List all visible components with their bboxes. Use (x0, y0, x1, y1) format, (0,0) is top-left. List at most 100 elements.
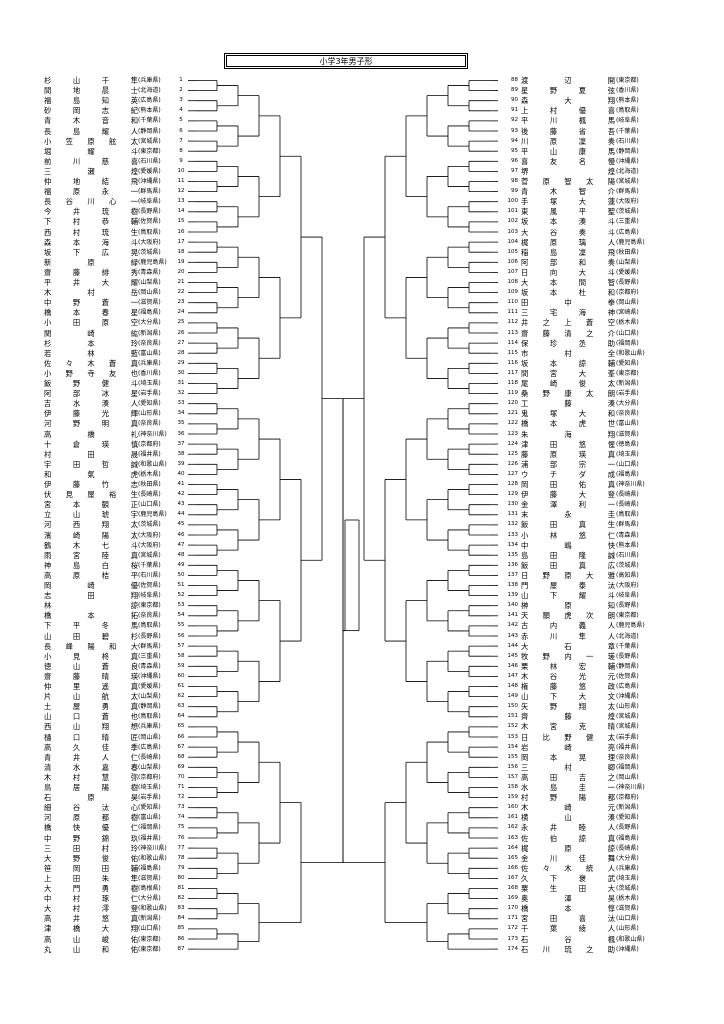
seed-number: 105 (507, 248, 519, 255)
player-name: 川原凜奏 (521, 136, 615, 146)
prefecture: (北海道) (138, 87, 161, 95)
player-name: 堀耀斗 (44, 146, 138, 156)
player-name: 中村琢仁 (44, 894, 138, 904)
prefecture: (山口県) (616, 329, 639, 337)
prefecture: (奈良県) (138, 339, 161, 347)
player-name: 仲里遙真 (44, 682, 138, 691)
player-name: 立山琥宇 (44, 510, 138, 520)
prefecture: (三重県) (616, 218, 639, 226)
player-name: 佐々木蒼真 (44, 358, 138, 368)
prefecture: (富山県) (138, 814, 161, 822)
seed-number: 134 (507, 541, 519, 548)
seed-number: 74 (177, 814, 185, 821)
player-name: 伊藤竹志 (44, 480, 138, 489)
player-name: 土屋勇真 (44, 702, 138, 712)
seed-number: 39 (177, 460, 185, 467)
seed-number: 28 (177, 349, 185, 356)
prefecture: (兵庫県) (138, 77, 161, 84)
seed-number: 64 (177, 713, 185, 720)
seed-number: 36 (177, 430, 185, 437)
player-name: 坂下広晃 (44, 247, 138, 257)
player-name: 粟生田大 (521, 884, 615, 893)
seed-number: 29 (177, 359, 185, 366)
player-name: 清水嘉春 (44, 762, 138, 772)
seed-number: 37 (177, 440, 185, 447)
prefecture: (神奈川県) (138, 844, 167, 852)
player-name: 雨宮陸真 (44, 550, 138, 560)
player-name: 三宅海神 (521, 308, 615, 318)
seed-number: 71 (177, 784, 185, 790)
player-name: 藤原瑛真 (521, 449, 615, 459)
seed-number: 121 (507, 410, 519, 417)
prefecture: (鳥取県) (616, 511, 639, 519)
prefecture: (秋田県) (138, 481, 161, 488)
seed-number: 48 (177, 551, 185, 558)
seed-number: 108 (507, 279, 519, 285)
seed-number: 83 (177, 905, 185, 912)
prefecture: (和歌山県) (616, 349, 645, 357)
seed-number: 24 (177, 309, 185, 316)
prefecture: (茨城県) (616, 208, 639, 216)
seed-number: 22 (177, 289, 185, 296)
player-name: 齋藤清之介 (521, 328, 615, 338)
prefecture: (神奈川県) (138, 430, 167, 438)
seed-number: 167 (507, 874, 519, 881)
player-name: 青木智介 (521, 187, 615, 197)
seed-number: 5 (179, 117, 183, 124)
player-name: 伏見屋裕生 (44, 490, 138, 500)
player-name: 新原緑 (44, 257, 138, 267)
prefecture: (群馬県) (616, 521, 639, 529)
player-name: 下村恭輔 (44, 217, 138, 227)
prefecture: (山梨県) (616, 258, 639, 266)
player-name: 西村琉生 (44, 227, 138, 237)
seed-number: 47 (177, 541, 185, 548)
player-name: 菅原智太陽 (521, 177, 615, 186)
player-name: 伊藤大登 (521, 490, 615, 500)
seed-number: 10 (177, 167, 185, 174)
seed-number: 52 (177, 592, 185, 599)
seed-number: 78 (177, 854, 185, 861)
player-name: 高橋礼 (44, 429, 138, 439)
seed-number: 7 (179, 137, 183, 144)
player-name: 東風平聖 (521, 207, 615, 217)
player-name: 阿部冰星 (44, 389, 138, 399)
player-name: 飯田真生 (521, 520, 615, 530)
player-name: 徳山蒼良 (44, 661, 138, 671)
player-name: 梶原諒 (521, 843, 615, 853)
prefecture: (北海道) (616, 632, 639, 640)
player-name: 石川琉之助 (521, 944, 615, 954)
prefecture: (山梨県) (138, 693, 161, 701)
seed-number: 138 (507, 582, 519, 588)
player-name: 宮田喜汰 (521, 914, 615, 924)
seed-number: 130 (507, 501, 519, 508)
prefecture: (滋賀県) (138, 874, 161, 882)
player-name: 桑野康太朗 (521, 389, 615, 399)
prefecture: (新潟県) (138, 329, 161, 337)
prefecture: (兵庫県) (138, 359, 161, 367)
prefecture: (熊本県) (616, 97, 639, 105)
player-name: 丸山和佑 (44, 944, 138, 954)
prefecture: (千葉県) (138, 561, 161, 569)
prefecture: (沖縄県) (616, 157, 639, 165)
prefecture: (岩手県) (616, 390, 639, 398)
player-name: 小笠原舷太 (44, 136, 138, 146)
player-name: 赤川隼人 (521, 631, 615, 641)
player-name: 朱海翔 (521, 429, 615, 439)
prefecture: (岩手県) (138, 794, 161, 802)
prefecture: (茨城県) (616, 885, 639, 892)
seed-number: 140 (507, 602, 519, 609)
prefecture: (島根県) (138, 885, 161, 892)
prefecture: (岩手県) (138, 390, 161, 398)
player-name: 小田原空 (44, 318, 138, 328)
seed-number: 96 (511, 157, 518, 164)
prefecture: (鳥取県) (138, 228, 161, 236)
seed-number: 129 (507, 491, 519, 498)
prefecture: (福井県) (138, 450, 161, 458)
prefecture: (長野県) (616, 824, 639, 832)
player-name: 坂本諒輔 (521, 358, 615, 368)
prefecture: (千葉県) (616, 642, 639, 650)
player-name: 岡田佑真 (521, 480, 615, 489)
player-name: 中嶋快 (521, 540, 615, 550)
player-name: 細谷汰心 (44, 803, 138, 813)
player-name: 濱崎陽太 (44, 530, 138, 540)
